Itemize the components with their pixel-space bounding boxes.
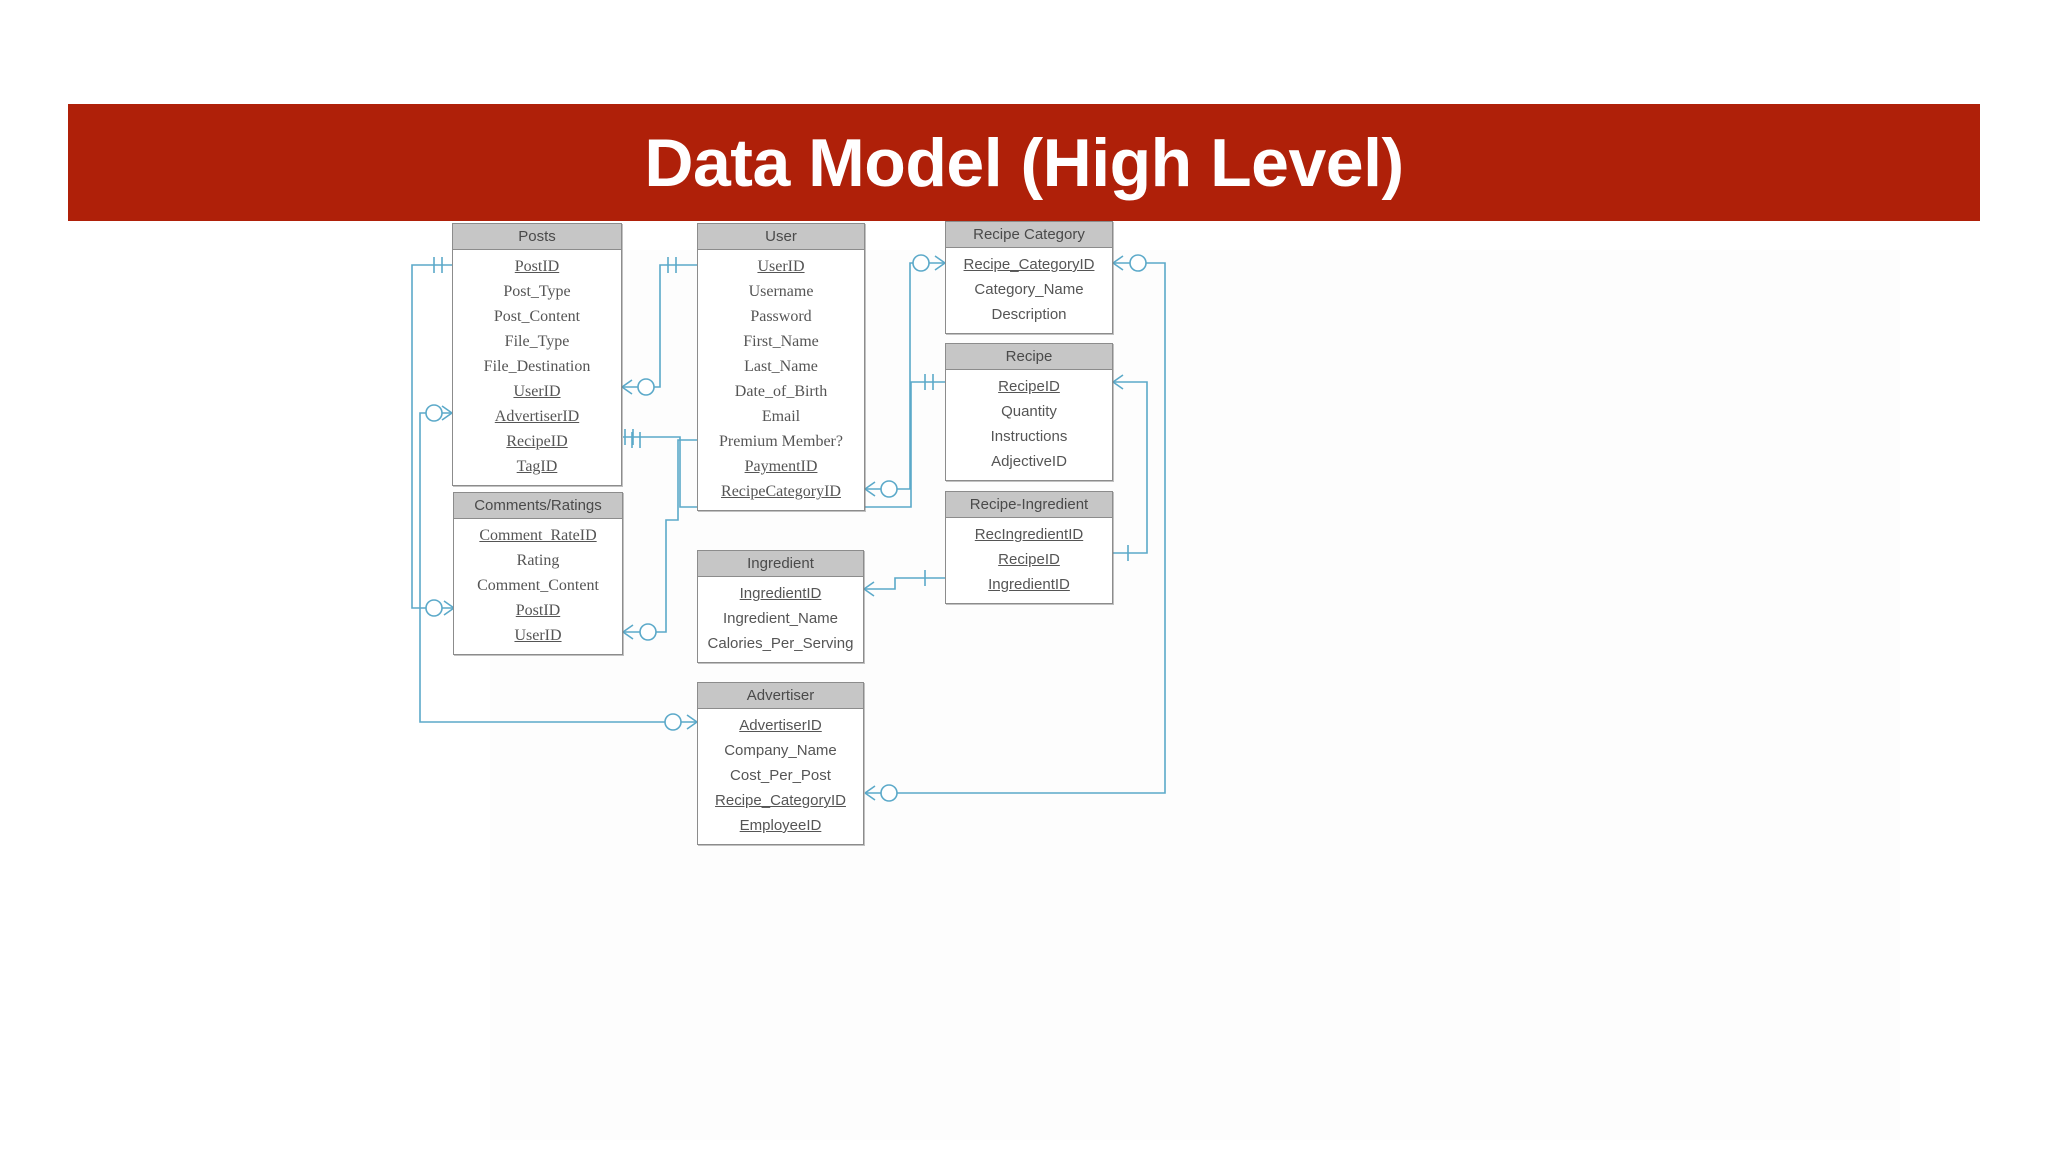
attribute-row: Password bbox=[750, 308, 812, 325]
attribute-row: AdvertiserID bbox=[739, 717, 822, 734]
optional-ring-posts-advertiserid bbox=[425, 404, 443, 422]
attribute-row: Recipe_CategoryID bbox=[963, 256, 1095, 273]
entity-attributes-recipe-ingredient: RecIngredientID RecipeID IngredientID bbox=[946, 518, 1112, 603]
entity-title-ingredient: Ingredient bbox=[698, 551, 863, 577]
attribute-row: Instructions bbox=[990, 428, 1068, 445]
attribute-row: Post_Type bbox=[503, 283, 571, 300]
entity-attributes-comments-ratings: Comment_RateID Rating Comment_Content Po… bbox=[454, 519, 622, 654]
attribute-row: Recipe_CategoryID bbox=[715, 792, 846, 809]
entity-title-recipe-category: Recipe Category bbox=[946, 222, 1112, 248]
entity-user[interactable]: User UserID Username Password First_Name… bbox=[697, 223, 865, 511]
entity-ingredient[interactable]: Ingredient IngredientID Ingredient_Name … bbox=[697, 550, 864, 663]
crowsfoot-posts-advertiserid bbox=[441, 405, 453, 421]
attribute-row: RecIngredientID bbox=[974, 526, 1084, 543]
entity-attributes-advertiser: AdvertiserID Company_Name Cost_Per_Post … bbox=[698, 709, 863, 844]
entity-attributes-user: UserID Username Password First_Name Last… bbox=[698, 250, 864, 510]
optional-ring-comments-postid bbox=[425, 599, 443, 617]
attribute-row: IngredientID bbox=[739, 585, 822, 602]
attribute-row: PaymentID bbox=[744, 458, 818, 475]
attribute-row: TagID bbox=[516, 458, 558, 475]
attribute-row: Date_of_Birth bbox=[734, 383, 828, 400]
title-banner bbox=[68, 104, 1980, 221]
attribute-row: UserID bbox=[513, 383, 561, 400]
entity-title-user: User bbox=[698, 224, 864, 250]
attribute-row: File_Type bbox=[504, 333, 570, 350]
attribute-row: Category_Name bbox=[974, 281, 1084, 298]
attribute-row: UserID bbox=[514, 627, 562, 644]
entity-title-recipe: Recipe bbox=[946, 344, 1112, 370]
attribute-row: Post_Content bbox=[493, 308, 581, 325]
attribute-row: Premium Member? bbox=[719, 433, 843, 450]
attribute-row: First_Name bbox=[743, 333, 819, 350]
attribute-row: Comment_Content bbox=[477, 577, 599, 594]
entity-recipe-category[interactable]: Recipe Category Recipe_CategoryID Catego… bbox=[945, 221, 1113, 334]
attribute-row: EmployeeID bbox=[739, 817, 822, 834]
attribute-row: UserID bbox=[757, 258, 805, 275]
entity-attributes-recipe-category: Recipe_CategoryID Category_Name Descript… bbox=[946, 248, 1112, 333]
attribute-row: AdvertiserID bbox=[494, 408, 580, 425]
attribute-row: Description bbox=[991, 306, 1067, 323]
entity-posts[interactable]: Posts PostID Post_Type Post_Content File… bbox=[452, 223, 622, 486]
attribute-row: Comment_RateID bbox=[479, 527, 597, 544]
entity-recipe[interactable]: Recipe RecipeID Quantity Instructions Ad… bbox=[945, 343, 1113, 481]
one-tick-posts-postid bbox=[433, 257, 443, 273]
attribute-row: File_Destination bbox=[483, 358, 591, 375]
attribute-row: Rating bbox=[516, 552, 560, 569]
attribute-row: Calories_Per_Serving bbox=[707, 635, 854, 652]
attribute-row: PostID bbox=[514, 258, 560, 275]
entity-recipe-ingredient[interactable]: Recipe-Ingredient RecIngredientID Recipe… bbox=[945, 491, 1113, 604]
page-title: Data Model (High Level) bbox=[644, 124, 1404, 201]
attribute-row: Cost_Per_Post bbox=[730, 767, 831, 784]
attribute-row: RecipeID bbox=[998, 551, 1060, 568]
attribute-row: RecipeCategoryID bbox=[721, 483, 841, 500]
attribute-row: Email bbox=[761, 408, 801, 425]
entity-comments-ratings[interactable]: Comments/Ratings Comment_RateID Rating C… bbox=[453, 492, 623, 655]
attribute-row: Username bbox=[748, 283, 814, 300]
rel-comments-postid-posts-postid bbox=[411, 264, 454, 609]
attribute-row: RecipeID bbox=[506, 433, 568, 450]
attribute-row: Last_Name bbox=[744, 358, 818, 375]
attribute-row: AdjectiveID bbox=[991, 453, 1067, 470]
attribute-row: PostID bbox=[515, 602, 561, 619]
attribute-row: IngredientID bbox=[988, 576, 1070, 593]
entity-advertiser[interactable]: Advertiser AdvertiserID Company_Name Cos… bbox=[697, 682, 864, 845]
entity-attributes-posts: PostID Post_Type Post_Content File_Type … bbox=[453, 250, 621, 485]
entity-title-posts: Posts bbox=[453, 224, 621, 250]
entity-title-recipe-ingredient: Recipe-Ingredient bbox=[946, 492, 1112, 518]
entity-title-comments-ratings: Comments/Ratings bbox=[454, 493, 622, 519]
entity-attributes-recipe: RecipeID Quantity Instructions Adjective… bbox=[946, 370, 1112, 480]
attribute-row: Company_Name bbox=[724, 742, 837, 759]
entity-title-advertiser: Advertiser bbox=[698, 683, 863, 709]
attribute-row: Quantity bbox=[1001, 403, 1057, 420]
attribute-row: RecipeID bbox=[998, 378, 1060, 395]
entity-attributes-ingredient: IngredientID Ingredient_Name Calories_Pe… bbox=[698, 577, 863, 662]
attribute-row: Ingredient_Name bbox=[722, 610, 839, 627]
